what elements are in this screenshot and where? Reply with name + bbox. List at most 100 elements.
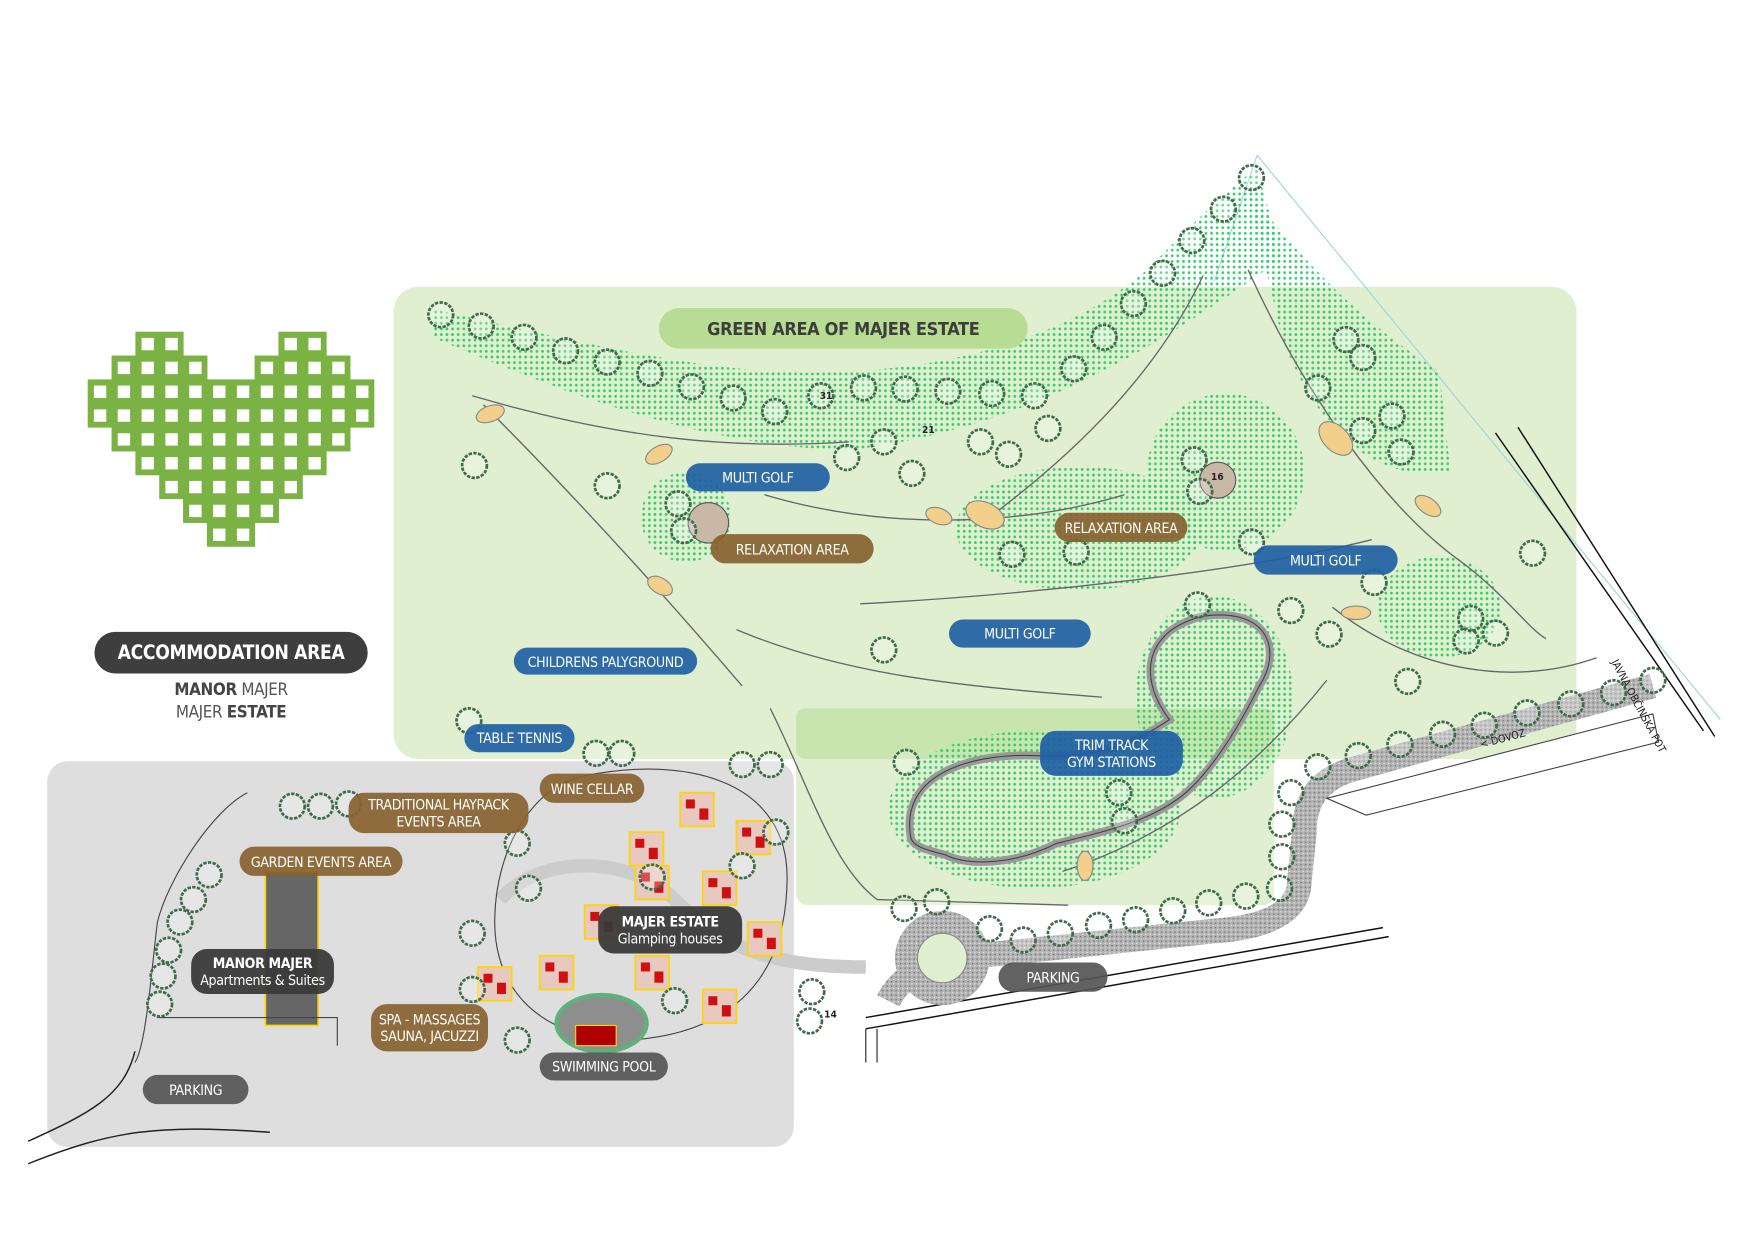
tree-icon xyxy=(975,915,1004,943)
heart-cell-hole xyxy=(308,457,321,470)
tree-icon xyxy=(1470,711,1498,739)
heart-cell-hole xyxy=(236,385,250,398)
tree-icon xyxy=(1195,889,1223,917)
tree-icon xyxy=(1518,539,1547,567)
tree-icon xyxy=(458,919,486,947)
label-swimming-pool[interactable]: SWIMMING POOL xyxy=(539,1052,668,1081)
label-childrens-playground[interactable]: CHILDRENS PALYGROUND xyxy=(513,647,698,675)
label-wine-cellar[interactable]: WINE CELLAR xyxy=(539,773,645,803)
house-detail xyxy=(545,962,555,972)
label-parking-1[interactable]: PARKING xyxy=(142,1074,249,1105)
tree-icon xyxy=(1121,906,1150,934)
house-detail xyxy=(640,962,650,972)
heart-cell-hole xyxy=(93,385,107,398)
heart-cell-hole xyxy=(213,433,226,446)
heart-cell-hole xyxy=(141,409,154,422)
tree-icon xyxy=(1378,402,1406,430)
heart-cell-hole xyxy=(165,361,178,375)
tree-icon xyxy=(306,792,335,820)
heart-cell-hole xyxy=(117,361,131,375)
label-multi-golf-3[interactable]: MULTI GOLF xyxy=(948,619,1091,648)
heart-cell-hole xyxy=(141,361,154,375)
tree-icon xyxy=(756,750,784,779)
label-relaxation-area-1[interactable]: RELAXATION AREA xyxy=(710,534,874,564)
hayrack-line2: EVENTS AREA xyxy=(396,812,481,830)
heart-cell-hole xyxy=(308,409,321,422)
heart-cell-hole xyxy=(284,433,297,446)
green-area-title: GREEN AREA OF MAJER ESTATE xyxy=(658,308,1028,349)
tree-icon xyxy=(1159,897,1187,925)
label-hayrack-events[interactable]: TRADITIONAL HAYRACK EVENTS AREA xyxy=(348,792,529,834)
heart-logo xyxy=(87,331,375,547)
label-majer-estate[interactable]: MAJER ESTATE Glamping houses xyxy=(598,906,743,954)
house-detail xyxy=(654,971,664,983)
majer-word: MAJER xyxy=(241,679,288,700)
heart-cell-hole xyxy=(236,409,250,422)
heart-cell-hole xyxy=(165,337,178,351)
glamping-house xyxy=(701,870,738,906)
tree-icon xyxy=(1237,163,1266,192)
tree-icon xyxy=(427,301,455,329)
heart-cell-hole xyxy=(117,385,131,398)
heart-cell-hole xyxy=(308,337,321,351)
label-table-tennis[interactable]: TABLE TENNIS xyxy=(464,724,575,753)
label-parking-2[interactable]: PARKING xyxy=(998,962,1108,992)
house-detail xyxy=(483,973,493,983)
trim-track-line2: GYM STATIONS xyxy=(1067,753,1156,771)
house-detail xyxy=(558,971,568,983)
heart-cell-hole xyxy=(213,504,226,518)
house-detail xyxy=(766,937,776,949)
house-detail xyxy=(635,838,645,848)
tree-icon xyxy=(1386,730,1414,759)
majer-estate-line2: Glamping houses xyxy=(617,929,723,947)
tree-icon xyxy=(510,323,538,352)
tree-icon xyxy=(1387,438,1415,466)
spa-line1: SPA - MASSAGES xyxy=(378,1010,481,1028)
glamping-road xyxy=(495,859,866,974)
tree-icon xyxy=(1183,591,1212,619)
tree-icon xyxy=(1180,446,1208,474)
spa-line2: SAUNA, JACUZZI xyxy=(380,1027,479,1045)
tree-icon xyxy=(1315,620,1343,648)
tree-icon xyxy=(807,382,835,410)
label-multi-golf-2[interactable]: MULTI GOLF xyxy=(1253,545,1398,575)
label-trim-track[interactable]: TRIM TRACK GYM STATIONS xyxy=(1040,730,1183,776)
tree-icon xyxy=(1349,416,1377,445)
tree-icon xyxy=(179,885,208,914)
heart-cell-hole xyxy=(141,385,154,398)
house-detail xyxy=(648,847,658,860)
heart-cell-hole xyxy=(141,433,154,446)
tree-icon xyxy=(1178,226,1206,255)
tree-icon xyxy=(1268,843,1296,871)
manor-majer-line2: Apartments & Suites xyxy=(200,971,325,989)
label-manor-majer[interactable]: MANOR MAJER Apartments & Suites xyxy=(191,948,334,994)
tree-icon xyxy=(798,978,826,1006)
tree-icon xyxy=(166,908,194,936)
heart-cell-hole xyxy=(284,480,297,494)
heart-cell-hole xyxy=(332,361,345,375)
tree-icon xyxy=(1020,382,1049,410)
tree-icon xyxy=(728,750,756,779)
tree-icon xyxy=(1090,323,1118,352)
house-detail xyxy=(721,887,731,899)
label-garden-events[interactable]: GARDEN EVENTS AREA xyxy=(239,846,403,876)
tree-icon xyxy=(669,516,698,545)
tree-icon xyxy=(760,397,789,426)
heart-cell-hole xyxy=(356,385,369,398)
label-multi-golf-1[interactable]: MULTI GOLF xyxy=(685,463,830,492)
tree-icon xyxy=(1304,753,1332,781)
manor-word: MANOR xyxy=(174,679,237,700)
tree-icon xyxy=(1148,259,1177,287)
accommodation-area-title: ACCOMMODATION AREA xyxy=(94,631,368,674)
tree-icon xyxy=(1046,919,1075,947)
heart-cell-hole xyxy=(284,337,297,351)
house-detail xyxy=(640,872,650,882)
heart-cell-hole xyxy=(308,385,321,398)
heart-cell-hole xyxy=(332,385,345,398)
label-relaxation-area-2[interactable]: RELAXATION AREA xyxy=(1054,512,1188,542)
tree-icon xyxy=(582,739,610,768)
heart-cell-hole xyxy=(213,409,226,422)
label-spa[interactable]: SPA - MASSAGES SAUNA, JACUZZI xyxy=(371,1004,488,1052)
house-detail xyxy=(753,928,763,938)
